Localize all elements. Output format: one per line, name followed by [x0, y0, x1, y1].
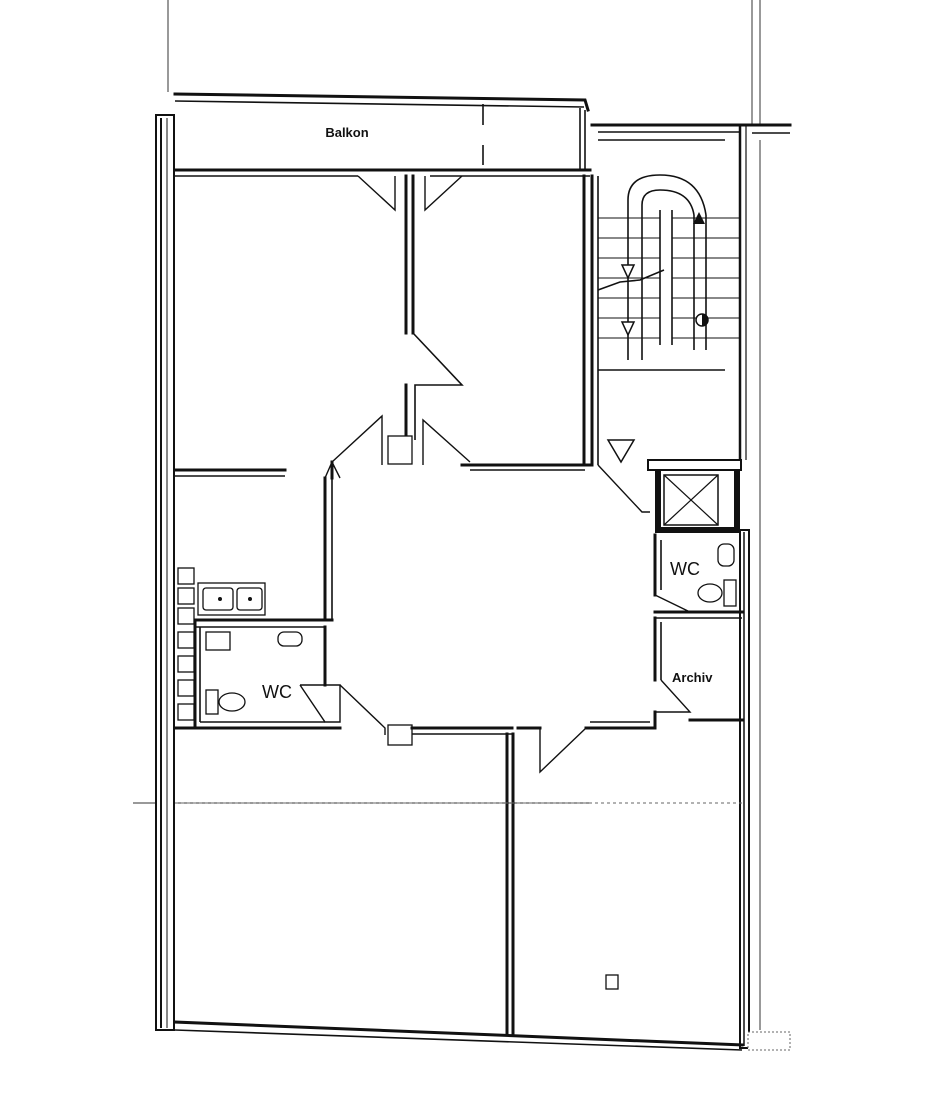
- kitchen: [197, 460, 341, 622]
- elevator: [647, 459, 742, 533]
- corner-hatch: [747, 1031, 791, 1051]
- lower-rooms: [173, 732, 744, 1051]
- stair-arrow-down-icon: [620, 321, 636, 337]
- floor-outlet-icon: [605, 974, 619, 990]
- sink-icon: [717, 543, 735, 567]
- toilet-icon: [218, 692, 246, 712]
- entrance-arrow-icon: [606, 439, 636, 464]
- staircase: [590, 123, 792, 464]
- room-label-balcony: Balkon: [325, 125, 368, 140]
- archive-room: Archiv: [653, 616, 744, 727]
- toilet-tank-icon: [205, 689, 219, 715]
- basin-icon: [277, 631, 303, 647]
- wc-right: WC: [597, 464, 744, 619]
- stair-arrow-up-icon: [693, 212, 705, 224]
- exterior-wall-left: [155, 114, 175, 1031]
- duct-shaft-top: [387, 435, 413, 465]
- stair-arrow-down-icon: [620, 264, 636, 280]
- stair-treads: [598, 217, 740, 339]
- room-label-archive: Archiv: [672, 670, 713, 685]
- chimney-stack: [177, 567, 195, 721]
- exterior-wall-right: [738, 125, 750, 1049]
- room-label-wc-left: WC: [262, 682, 292, 702]
- duct-shaft-bottom: [387, 724, 413, 746]
- balcony: Balkon: [173, 92, 592, 177]
- sink-icon: [205, 631, 231, 651]
- upper-rooms: [173, 174, 599, 477]
- toilet-tank-icon: [723, 579, 737, 607]
- room-label-wc-right: WC: [670, 559, 700, 579]
- central-hall: [330, 460, 657, 774]
- toilet-icon: [697, 583, 723, 603]
- wc-left: WC: [173, 618, 342, 730]
